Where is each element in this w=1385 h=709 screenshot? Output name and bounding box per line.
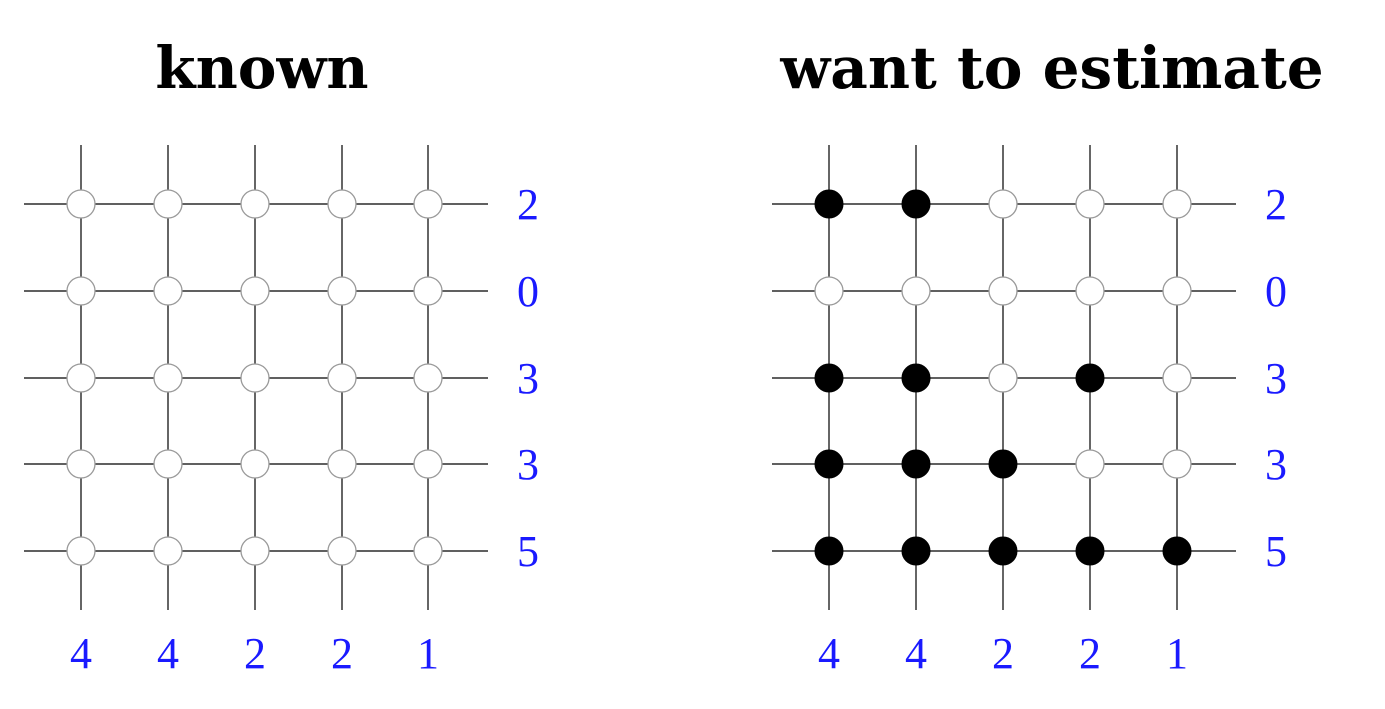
- empty-node: [153, 189, 183, 219]
- empty-node: [1162, 189, 1192, 219]
- empty-node: [66, 189, 96, 219]
- panel-known: known 2 0 3 3 5 4 4 2 2 1: [24, 34, 539, 678]
- grid-known: 2 0 3 3 5 4 4 2 2 1: [24, 145, 539, 678]
- empty-node: [327, 536, 357, 566]
- row-sum-label: 5: [517, 527, 539, 576]
- filled-node: [901, 363, 931, 393]
- empty-node: [66, 363, 96, 393]
- column-sum-label: 4: [157, 629, 179, 678]
- empty-node: [1075, 449, 1105, 479]
- panel-title-known: known: [155, 34, 368, 102]
- empty-node: [153, 363, 183, 393]
- column-sum-label: 1: [1166, 629, 1188, 678]
- empty-node: [1075, 276, 1105, 306]
- empty-node: [153, 276, 183, 306]
- panel-estimate: want to estimate 2 0 3 3 5 4 4 2 2 1: [772, 34, 1324, 678]
- empty-node: [240, 536, 270, 566]
- filled-node: [901, 449, 931, 479]
- row-sum-label: 5: [1265, 527, 1287, 576]
- row-sum-label: 2: [1265, 180, 1287, 229]
- empty-node: [66, 276, 96, 306]
- filled-node: [814, 449, 844, 479]
- empty-node: [413, 276, 443, 306]
- panel-title-estimate: want to estimate: [779, 34, 1323, 102]
- filled-node: [1162, 536, 1192, 566]
- empty-node: [413, 449, 443, 479]
- empty-node: [327, 189, 357, 219]
- empty-node: [413, 536, 443, 566]
- row-sum-label: 0: [517, 267, 539, 316]
- filled-node: [814, 363, 844, 393]
- empty-node: [153, 449, 183, 479]
- column-sum-label: 1: [417, 629, 439, 678]
- empty-node: [1162, 449, 1192, 479]
- empty-node: [327, 449, 357, 479]
- row-sum-label: 0: [1265, 267, 1287, 316]
- filled-node: [901, 189, 931, 219]
- empty-node: [814, 276, 844, 306]
- empty-node: [901, 276, 931, 306]
- empty-node: [413, 363, 443, 393]
- empty-node: [66, 536, 96, 566]
- empty-node: [240, 449, 270, 479]
- column-sum-label: 2: [331, 629, 353, 678]
- empty-node: [413, 189, 443, 219]
- filled-node: [988, 536, 1018, 566]
- filled-node: [1075, 536, 1105, 566]
- column-sum-label: 4: [70, 629, 92, 678]
- column-sum-label: 2: [244, 629, 266, 678]
- column-sum-label: 2: [1079, 629, 1101, 678]
- empty-node: [240, 363, 270, 393]
- empty-node: [240, 189, 270, 219]
- row-sum-label: 3: [1265, 440, 1287, 489]
- grid-estimate: 2 0 3 3 5 4 4 2 2 1: [772, 145, 1287, 678]
- filled-node: [901, 536, 931, 566]
- filled-node: [814, 189, 844, 219]
- empty-node: [1075, 189, 1105, 219]
- filled-node: [1075, 363, 1105, 393]
- column-sum-label: 4: [905, 629, 927, 678]
- row-sum-label: 3: [517, 440, 539, 489]
- empty-node: [988, 363, 1018, 393]
- empty-node: [66, 449, 96, 479]
- empty-node: [988, 276, 1018, 306]
- empty-node: [988, 189, 1018, 219]
- filled-node: [814, 536, 844, 566]
- row-sum-label: 3: [1265, 354, 1287, 403]
- row-sum-label: 3: [517, 354, 539, 403]
- empty-node: [1162, 276, 1192, 306]
- filled-node: [988, 449, 1018, 479]
- row-sum-label: 2: [517, 180, 539, 229]
- column-sum-label: 2: [992, 629, 1014, 678]
- empty-node: [1162, 363, 1192, 393]
- empty-node: [327, 363, 357, 393]
- empty-node: [240, 276, 270, 306]
- empty-node: [327, 276, 357, 306]
- column-sum-label: 4: [818, 629, 840, 678]
- empty-node: [153, 536, 183, 566]
